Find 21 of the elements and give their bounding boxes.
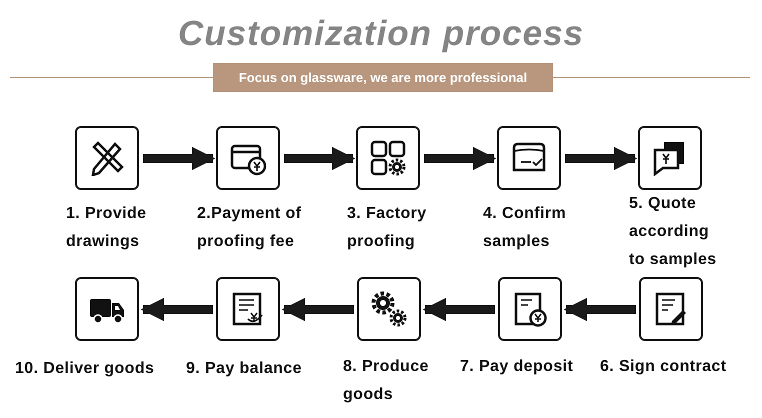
- step-label: 8. Produce goods: [343, 357, 430, 405]
- arrow: [422, 298, 495, 322]
- title: Customization process: [176, 14, 586, 54]
- arrow: [564, 298, 636, 322]
- step-label: 3. Factory proofing: [347, 204, 428, 252]
- step-label: 5. Quote according to samples: [629, 194, 718, 270]
- banner-text: Focus on glassware, we are more professional: [238, 70, 528, 85]
- step-label: 6. Sign contract: [600, 357, 728, 377]
- arrow: [282, 298, 354, 322]
- arrow: [565, 146, 638, 170]
- banner: [213, 63, 553, 92]
- arrow: [140, 298, 213, 322]
- arrow: [284, 146, 356, 170]
- step-label: 9. Pay balance: [186, 359, 303, 379]
- step-label: 2.Payment of proofing fee: [197, 204, 302, 252]
- step-label: 4. Confirm samples: [483, 204, 568, 252]
- arrow: [424, 146, 496, 170]
- step-label: 7. Pay deposit: [460, 357, 574, 377]
- step-label: 1. Provide drawings: [66, 204, 148, 252]
- step-label: 10. Deliver goods: [15, 359, 156, 379]
- arrow: [143, 146, 216, 170]
